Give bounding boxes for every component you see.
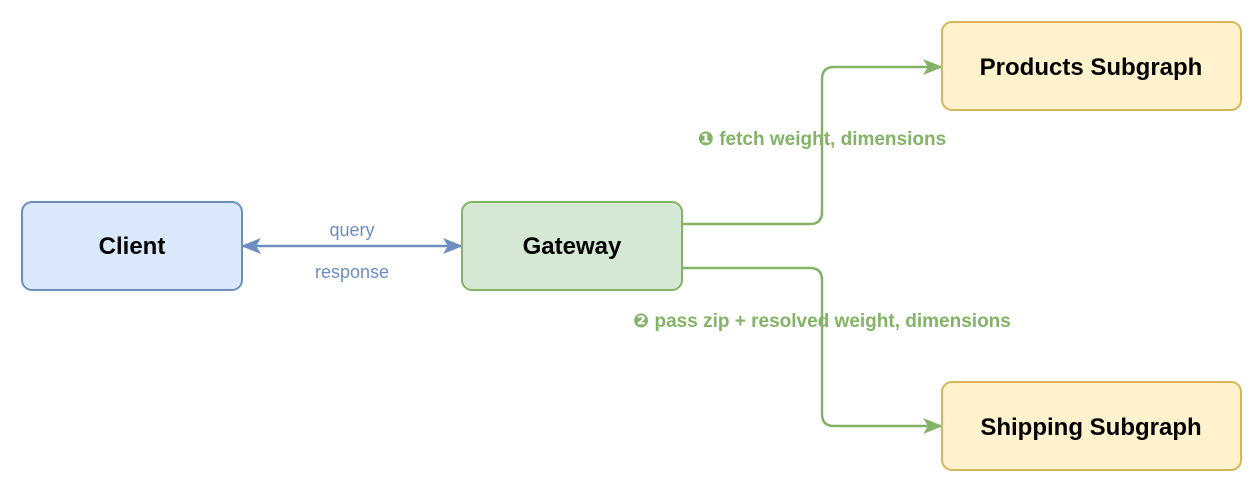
pass-zip-label: ❷ pass zip + resolved weight, dimensions (633, 311, 1011, 332)
edge-gateway-shipping: ❷ pass zip + resolved weight, dimensions (633, 266, 1011, 434)
products-subgraph-label: Products Subgraph (980, 54, 1203, 81)
edge-client-gateway: query response (241, 220, 463, 282)
products-subgraph-box (941, 21, 1242, 111)
shipping-subgraph-box (941, 381, 1242, 471)
response-label: response (315, 262, 389, 282)
client-label: Client (99, 233, 166, 260)
shipping-subgraph-label: Shipping Subgraph (980, 414, 1201, 441)
query-label: query (329, 220, 374, 240)
client-box (21, 201, 243, 291)
shipping-subgraph-node: Shipping Subgraph (941, 381, 1242, 471)
gateway-products-arrow (682, 59, 943, 226)
edge-gateway-products: ❶ fetch weight, dimensions (682, 59, 946, 226)
fetch-weight-label: ❶ fetch weight, dimensions (698, 129, 946, 150)
gateway-label: Gateway (523, 233, 622, 260)
gateway-box (461, 201, 683, 291)
gateway-shipping-arrow (682, 266, 943, 434)
client-node: Client (21, 201, 243, 291)
gateway-node: Gateway (461, 201, 683, 291)
products-subgraph-node: Products Subgraph (941, 21, 1242, 111)
